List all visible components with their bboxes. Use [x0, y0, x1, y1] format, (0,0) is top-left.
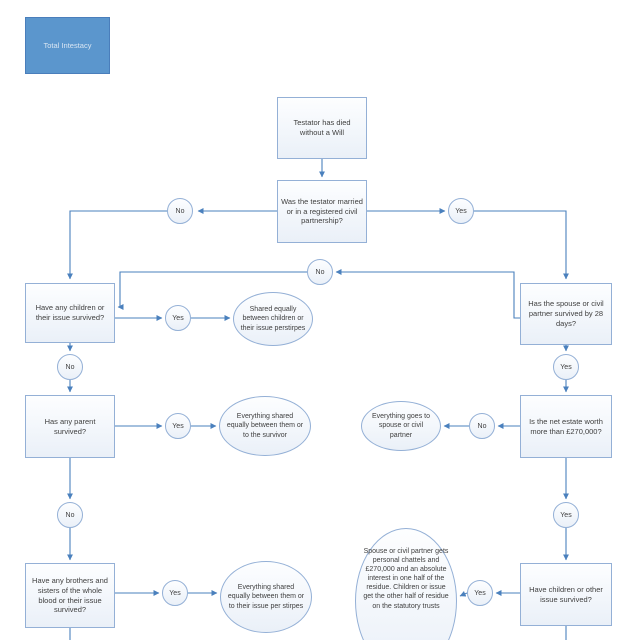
decision-no-children: No: [57, 354, 83, 380]
decision-yes-spouse-28-days: Yes: [553, 354, 579, 380]
decision-yes-siblings: Yes: [162, 580, 188, 606]
box-parent-survived: Has any parent survived?: [25, 395, 115, 458]
decision-no-parent: No: [57, 502, 83, 528]
box-children-survived: Have any children or their issue survive…: [25, 283, 115, 343]
decision-no-spouse-28-days: No: [307, 259, 333, 285]
outcome-everything-to-spouse: Everything goes to spouse or civil partn…: [361, 401, 441, 451]
decision-yes-parent: Yes: [165, 413, 191, 439]
decision-yes-married: Yes: [448, 198, 474, 224]
decision-yes-children: Yes: [165, 305, 191, 331]
outcome-shared-issue-per-stirpes: Everything shared equally between them o…: [220, 561, 312, 633]
box-children-or-issue-survived: Have children or other issue survived?: [520, 563, 612, 626]
diagram-title: Total Intestacy: [25, 17, 110, 74]
decision-yes-net-estate: Yes: [553, 502, 579, 528]
decision-no-married: No: [167, 198, 193, 224]
decision-yes-children-issue: Yes: [467, 580, 493, 606]
outcome-shared-children-per-stirpes: Shared equally between children or their…: [233, 292, 313, 346]
box-testator-died: Testator has died without a Will: [277, 97, 367, 159]
box-spouse-survived-28-days: Has the spouse or civil partner survived…: [520, 283, 612, 345]
box-siblings-whole-blood: Have any brothers and sisters of the who…: [25, 563, 115, 628]
decision-no-net-estate: No: [469, 413, 495, 439]
box-married-or-civil-partnership: Was the testator married or in a registe…: [277, 180, 367, 243]
box-net-estate-value: Is the net estate worth more than £270,0…: [520, 395, 612, 458]
outcome-shared-or-survivor: Everything shared equally between them o…: [219, 396, 311, 456]
